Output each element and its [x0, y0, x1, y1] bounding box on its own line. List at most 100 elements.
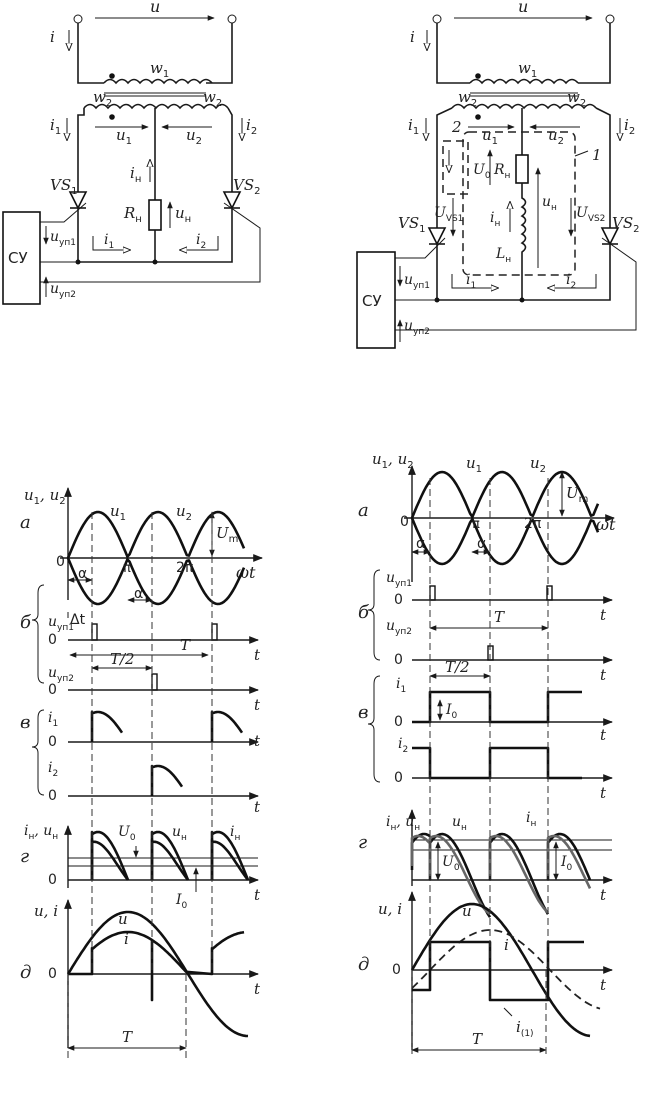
label-2pi: 2π	[176, 560, 194, 576]
waveforms-right: а б в г д u1, u2 0 ωt u1 u2 Um π 2π α α …	[358, 450, 616, 1058]
label-alpha2-r: α	[477, 536, 486, 552]
label-w2-right: w2	[203, 88, 222, 109]
label-u2: u2	[186, 126, 202, 147]
label-u2-wave: u2	[176, 502, 192, 523]
label-uup1-r: uуп1	[386, 570, 412, 589]
wave-u1-r	[410, 470, 600, 519]
row-label-g-r: г	[358, 832, 367, 853]
label-w2-left: w2	[93, 88, 112, 109]
label-i: i	[50, 28, 55, 46]
label-t-g: t	[254, 886, 261, 904]
label-pi: π	[123, 561, 131, 576]
loop-2-dashed	[442, 140, 469, 195]
label-t-b1: t	[254, 646, 261, 664]
waveforms-left: а б в г д u1, u2 0 ωt u1 u2 Um π 2π α α …	[20, 486, 263, 1058]
label-I0-g: I0	[175, 892, 188, 911]
gate-vs2	[40, 202, 261, 283]
label-un-g: uн	[172, 824, 187, 843]
label-wt-r: ωt	[596, 515, 616, 534]
label-mark-2: 2	[451, 118, 462, 136]
loop-i2-arrow-r	[548, 274, 597, 288]
pulse-uup1-2	[211, 623, 218, 641]
leader-i1h	[503, 1007, 513, 1017]
label-i-d-r: i	[504, 936, 509, 954]
label-i1: i1	[50, 116, 61, 137]
label-rn-r: Rн	[493, 162, 511, 181]
row-label-g: г	[20, 846, 29, 867]
label-zero-b1-r: 0	[394, 592, 403, 608]
label-uup1: uуп1	[48, 614, 74, 633]
label-t-d: t	[254, 980, 261, 998]
primary-winding-r	[469, 78, 579, 85]
secondary-winding-r	[451, 103, 597, 110]
row-label-b: б	[20, 612, 32, 633]
wave-i1-r	[412, 690, 582, 724]
label-inun: iн, uн	[24, 823, 58, 842]
secondary-wire-left-r	[436, 107, 453, 228]
secondary-wire-left	[77, 108, 85, 192]
label-u1: u1	[116, 126, 132, 147]
wave-i2-r	[412, 746, 582, 780]
label-u1u2-r: u1, u2	[372, 450, 414, 471]
label-loop-i1-r: i1	[466, 272, 476, 291]
circuit-right: u i w1 w2 w2 i1 i2 u1 u2 2 1 U0 Rн	[356, 0, 639, 349]
label-zero-v1: 0	[48, 734, 57, 750]
label-T-d: T	[122, 1028, 133, 1046]
pulse-uup2	[151, 673, 158, 691]
terminal-right-b	[605, 14, 615, 24]
wave-u2-r	[410, 517, 600, 566]
loop-i2-arrow	[180, 236, 219, 250]
label-t-g-r: t	[600, 886, 607, 904]
label-alpha1-r: α	[416, 536, 425, 552]
primary-wire-right-r	[578, 23, 611, 84]
label-w2-left-r: w2	[458, 88, 477, 109]
label-T2-r: T/2	[445, 658, 470, 676]
wave-u-d	[66, 910, 249, 1038]
label-t-v1: t	[254, 732, 261, 750]
node-center	[152, 259, 158, 265]
control-unit-box	[2, 211, 41, 305]
wave-in-r	[410, 834, 592, 916]
label-2pi-r: 2π	[524, 516, 542, 532]
label-zero-r: 0	[400, 514, 409, 530]
label-T-b: T	[180, 636, 191, 654]
terminal-left-b	[227, 14, 237, 24]
wave-u-d-r	[410, 902, 591, 1038]
label-zero-v2-r: 0	[394, 770, 403, 786]
label-zero-v2: 0	[48, 788, 57, 804]
dot-secondary-r	[475, 114, 481, 120]
wave-un	[90, 830, 250, 881]
leader-mark-1	[574, 150, 589, 157]
primary-wire-left-r	[436, 23, 470, 84]
label-i1-v: i1	[48, 710, 58, 729]
label-alpha2: α	[134, 586, 143, 602]
label-uup1: uуп1	[50, 229, 76, 248]
wave-in	[90, 838, 250, 881]
label-t-d-r: t	[600, 976, 607, 994]
dot-primary-r	[475, 73, 481, 79]
wave-i2	[150, 764, 184, 796]
label-i1h-r: i(1)	[516, 1018, 534, 1039]
label-pi-r: π	[472, 517, 480, 532]
label-vs1: VS1	[50, 176, 77, 197]
label-U0-g-r: U0	[442, 854, 460, 873]
label-T-b-r: T	[494, 608, 505, 626]
row-label-d-r: д	[358, 954, 369, 975]
pulse-uup1-1	[91, 623, 98, 641]
wave-i1	[90, 710, 244, 742]
thyristor-vs1-r	[427, 227, 447, 246]
thyristor-vs1	[68, 191, 88, 210]
wave-i-d	[68, 930, 245, 1002]
row-label-d: д	[20, 962, 31, 983]
label-su-r: СУ	[362, 292, 382, 310]
label-rn: Rн	[123, 204, 142, 225]
secondary-wire-right-r	[595, 107, 611, 228]
label-uup2-r: uуп2	[404, 318, 430, 337]
label-uup2: uуп2	[50, 281, 76, 300]
label-u-d: u	[118, 910, 128, 928]
label-un-g-r: uн	[452, 814, 467, 833]
label-t-v2-r: t	[600, 784, 607, 802]
label-u1-r: u1	[482, 126, 498, 147]
label-in-g-r: iн	[526, 810, 536, 829]
